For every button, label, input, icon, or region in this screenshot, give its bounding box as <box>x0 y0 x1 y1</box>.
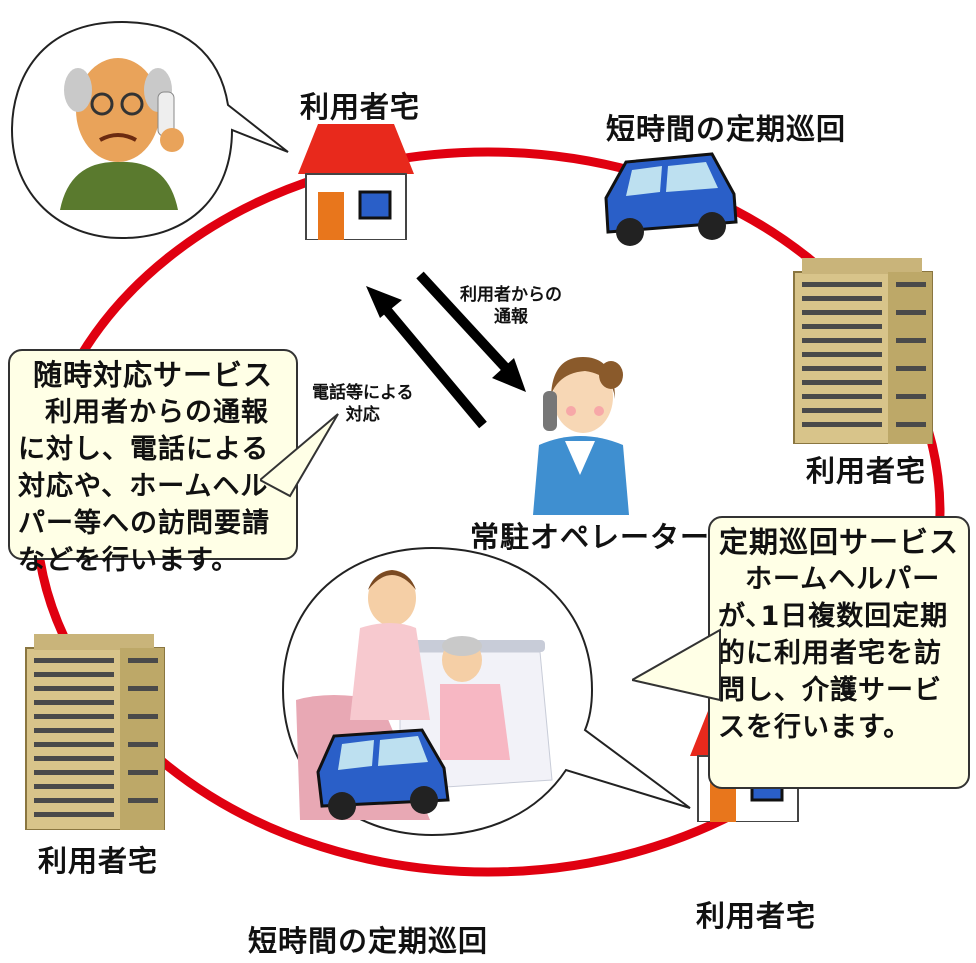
report-arrow-label: 利用者からの 通報 <box>460 285 562 327</box>
regular-patrol-service-body: ホームヘルパーが､1日複数回定期的に利用者宅を訪問し、介護サービスを行います。 <box>718 564 949 743</box>
on-demand-service-title: 随時対応サービス <box>32 358 273 392</box>
response-arrow-label: 電話等による 対応 <box>312 383 414 425</box>
regular-patrol-service-box: 定期巡回サービス ホームヘルパーが､1日複数回定期的に利用者宅を訪問し、介護サー… <box>708 516 970 789</box>
building-left-label: 利用者宅 <box>38 844 159 878</box>
car-icon <box>312 722 458 822</box>
regular-patrol-service-title: 定期巡回サービス <box>718 525 959 559</box>
car-top-label: 短時間の定期巡回 <box>606 112 847 146</box>
building-right-label: 利用者宅 <box>806 454 927 488</box>
operator-label: 常駐オペレーター <box>470 520 711 554</box>
house-icon <box>298 124 414 241</box>
elderly-man-phone-icon <box>60 58 184 210</box>
car-bottom-label: 短時間の定期巡回 <box>248 924 489 958</box>
arrow-response-up <box>366 286 487 429</box>
right-box-pointer <box>632 628 721 702</box>
operator-icon <box>525 345 635 515</box>
car-icon <box>596 148 742 248</box>
house-top-label: 利用者宅 <box>300 90 421 124</box>
on-demand-service-box: 随時対応サービス 利用者からの通報に対し、電話による対応や、ホームヘルパー等への… <box>8 349 298 576</box>
on-demand-service-body: 利用者からの通報に対し、電話による対応や、ホームヘルパー等への訪問要請などを行い… <box>18 397 270 576</box>
arrow-report-down <box>416 271 526 392</box>
apartment-building-icon <box>20 630 170 831</box>
apartment-building-icon <box>788 254 938 445</box>
left-box-pointer <box>260 413 339 498</box>
house-bottom-label: 利用者宅 <box>696 899 817 933</box>
